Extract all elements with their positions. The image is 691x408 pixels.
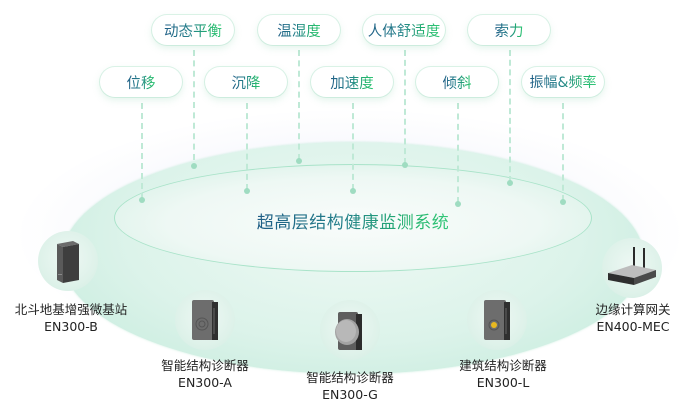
device-name: 北斗地基增强微基站 bbox=[14, 302, 128, 317]
device-label-gateway: 边缘计算网关 EN400-MEC bbox=[583, 301, 683, 335]
device-label-en300-l: 建筑结构诊断器 EN300-L bbox=[443, 357, 563, 391]
connector-dot bbox=[507, 180, 513, 186]
metric-pill-cable-force: 索力 bbox=[468, 15, 550, 45]
metric-label: 倾斜 bbox=[443, 72, 472, 93]
connector-line bbox=[193, 50, 195, 160]
metric-label: 沉降 bbox=[232, 72, 261, 93]
connector-dot bbox=[560, 199, 566, 205]
connector-dot bbox=[191, 163, 197, 169]
connector-dot bbox=[139, 197, 145, 203]
metric-pill-settlement: 沉降 bbox=[205, 67, 287, 97]
diagnostic-device-yellow-icon bbox=[484, 300, 510, 340]
connector-line bbox=[246, 103, 248, 190]
connector-dot bbox=[296, 158, 302, 164]
metric-label: 人体舒适度 bbox=[368, 20, 441, 41]
system-title-text: 超高层结构健康监测系统 bbox=[256, 213, 450, 233]
base-station-icon bbox=[57, 241, 79, 283]
device-model: EN300-G bbox=[322, 387, 378, 402]
device-model: EN300-B bbox=[44, 319, 98, 334]
connector-line bbox=[352, 103, 354, 190]
metric-pill-human-comfort: 人体舒适度 bbox=[363, 15, 445, 45]
connector-line bbox=[562, 103, 564, 201]
device-model: EN400-MEC bbox=[596, 319, 670, 334]
metric-pill-dynamic-balance: 动态平衡 bbox=[152, 15, 234, 45]
metric-pill-tilt: 倾斜 bbox=[416, 67, 498, 97]
device-name: 边缘计算网关 bbox=[595, 302, 671, 317]
diagnostic-device-round-icon bbox=[335, 312, 362, 350]
device-name: 建筑结构诊断器 bbox=[459, 358, 547, 373]
connector-dot bbox=[350, 188, 356, 194]
metric-label: 索力 bbox=[495, 20, 524, 41]
connector-line bbox=[509, 50, 511, 182]
device-label-base-station: 北斗地基增强微基站 EN300-B bbox=[2, 301, 140, 335]
device-name: 智能结构诊断器 bbox=[306, 370, 394, 385]
metric-label: 位移 bbox=[127, 72, 156, 93]
connector-line bbox=[404, 50, 406, 164]
device-label-en300-a: 智能结构诊断器 EN300-A bbox=[145, 357, 265, 391]
metric-label: 动态平衡 bbox=[164, 20, 222, 41]
metric-label: 温湿度 bbox=[277, 20, 321, 41]
connector-dot bbox=[402, 162, 408, 168]
connector-line bbox=[298, 50, 300, 160]
metric-pill-temperature-humidity: 温湿度 bbox=[258, 15, 340, 45]
connector-dot bbox=[455, 201, 461, 207]
device-model: EN300-A bbox=[178, 375, 232, 390]
diagnostic-device-icon bbox=[192, 300, 218, 340]
device-label-en300-g: 智能结构诊断器 EN300-G bbox=[290, 369, 410, 403]
metric-pill-acceleration: 加速度 bbox=[311, 67, 393, 97]
connector-dot bbox=[244, 188, 250, 194]
metric-label: 加速度 bbox=[330, 72, 374, 93]
connector-line bbox=[141, 103, 143, 199]
connector-line bbox=[457, 103, 459, 203]
device-model: EN300-L bbox=[476, 375, 530, 390]
router-gateway-icon bbox=[608, 247, 656, 285]
device-name: 智能结构诊断器 bbox=[161, 358, 249, 373]
metric-pill-amplitude-frequency: 振幅&频率 bbox=[522, 67, 604, 97]
metric-label: 振幅&频率 bbox=[530, 72, 597, 92]
system-title: 超高层结构健康监测系统 bbox=[0, 208, 691, 233]
metric-pill-displacement: 位移 bbox=[100, 67, 182, 97]
